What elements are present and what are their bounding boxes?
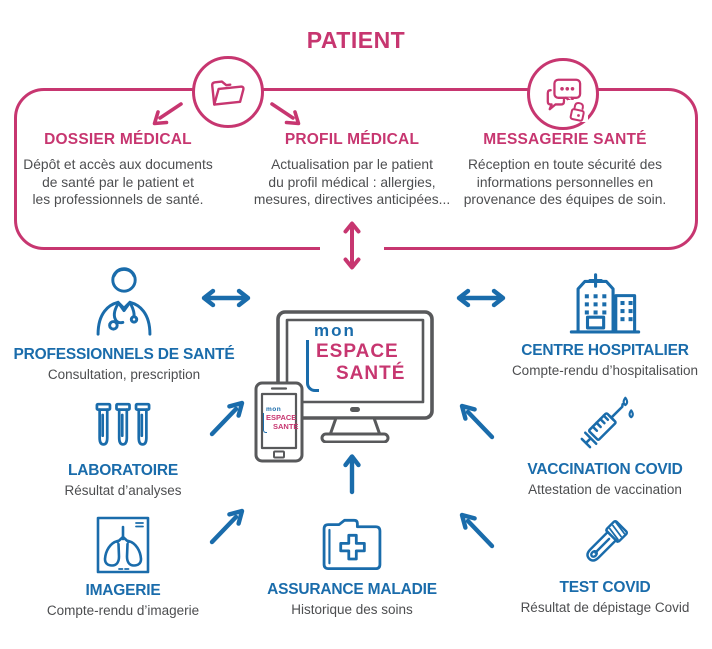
page-title: PATIENT [306,27,406,53]
lungs-xray-icon [23,516,223,574]
logo-sante: SANTÉ [336,363,406,384]
entity-title: IMAGERIE [85,582,161,599]
arrow-test-covid-platform [455,509,499,551]
entity-title: LABORATOIRE [67,462,179,479]
arrow-vaccination-platform [455,400,499,442]
entity-professionnels-de-sante: PROFESSIONNELS DE SANTÉ Consultation, pr… [10,258,238,382]
arrow-professionnels-platform [198,288,254,308]
doctor-icon [10,258,238,342]
messagerie-sante-title: MESSAGERIE SANTÉ [483,131,647,148]
hospital-icon [491,266,712,336]
syringe-icon [505,391,705,455]
entity-laboratoire: LABORATOIRE Résultat d’analyses [23,402,223,498]
entity-subtitle: Résultat d’analyses [64,483,182,498]
entity-subtitle: Compte-rendu d’hospitalisation [511,363,699,378]
entity-title: VACCINATION COVID [527,461,683,478]
entity-title: PROFESSIONNELS DE SANTÉ [13,346,235,363]
arrow-centre-hospitalier-platform [453,288,509,308]
logo-mon: mon [266,406,282,413]
entity-subtitle: Compte-rendu d’imagerie [46,603,200,618]
arrow-assurance-platform [343,452,361,496]
logo-espace: ESPACE [316,341,399,362]
swab-tube-icon [505,512,705,574]
chat-messages-lock-icon [527,58,599,130]
open-folder-icon [192,56,264,128]
entity-assurance-maladie: ASSURANCE MALADIE Historique des soins [252,516,452,617]
dossier-medical-section: DOSSIER MÉDICAL Dépôt et accès aux docum… [14,131,222,209]
entity-imagerie: IMAGERIE Compte-rendu d’imagerie [23,516,223,618]
dossier-medical-title: DOSSIER MÉDICAL [44,131,192,148]
entity-subtitle: Résultat de dépistage Covid [520,600,690,615]
padlock-icon [568,100,588,122]
entity-title: TEST COVID [559,579,651,596]
arrow-folder-to-dossier [148,99,188,127]
smartphone-logo: mon ESPACE SANTÉ [262,406,299,433]
entity-title: ASSURANCE MALADIE [267,581,437,598]
profil-medical-section: PROFIL MÉDICAL Actualisation par le pati… [246,131,458,209]
mon-espace-sante-logo: mon ESPACE SANTÉ [302,321,414,392]
messagerie-sante-section: MESSAGERIE SANTÉ Réception en toute sécu… [452,131,678,209]
smartphone-icon [254,381,304,463]
arrow-folder-to-profil [265,99,305,127]
entity-subtitle: Attestation de vaccination [528,482,682,497]
logo-bracket [306,340,319,392]
logo-bracket [263,413,267,433]
entity-subtitle: Historique des soins [291,602,413,617]
logo-mon: mon [314,321,356,340]
test-tubes-icon [23,402,223,452]
arrow-imagerie-platform [205,505,249,547]
logo-sante: SANTÉ [273,422,299,431]
folder-cross-icon [252,516,452,574]
arrow-laboratoire-platform [205,397,249,439]
entity-subtitle: Consultation, prescription [47,367,201,382]
entity-centre-hospitalier: CENTRE HOSPITALIER Compte-rendu d’hospit… [491,266,712,378]
profil-medical-title: PROFIL MÉDICAL [284,131,420,148]
entity-vaccination-covid: VACCINATION COVID Attestation de vaccina… [505,391,705,497]
arrow-patient-platform [343,219,361,272]
entity-title: CENTRE HOSPITALIER [521,342,689,359]
entity-test-covid: TEST COVID Résultat de dépistage Covid [505,512,705,615]
logo-espace: ESPACE [266,413,297,422]
